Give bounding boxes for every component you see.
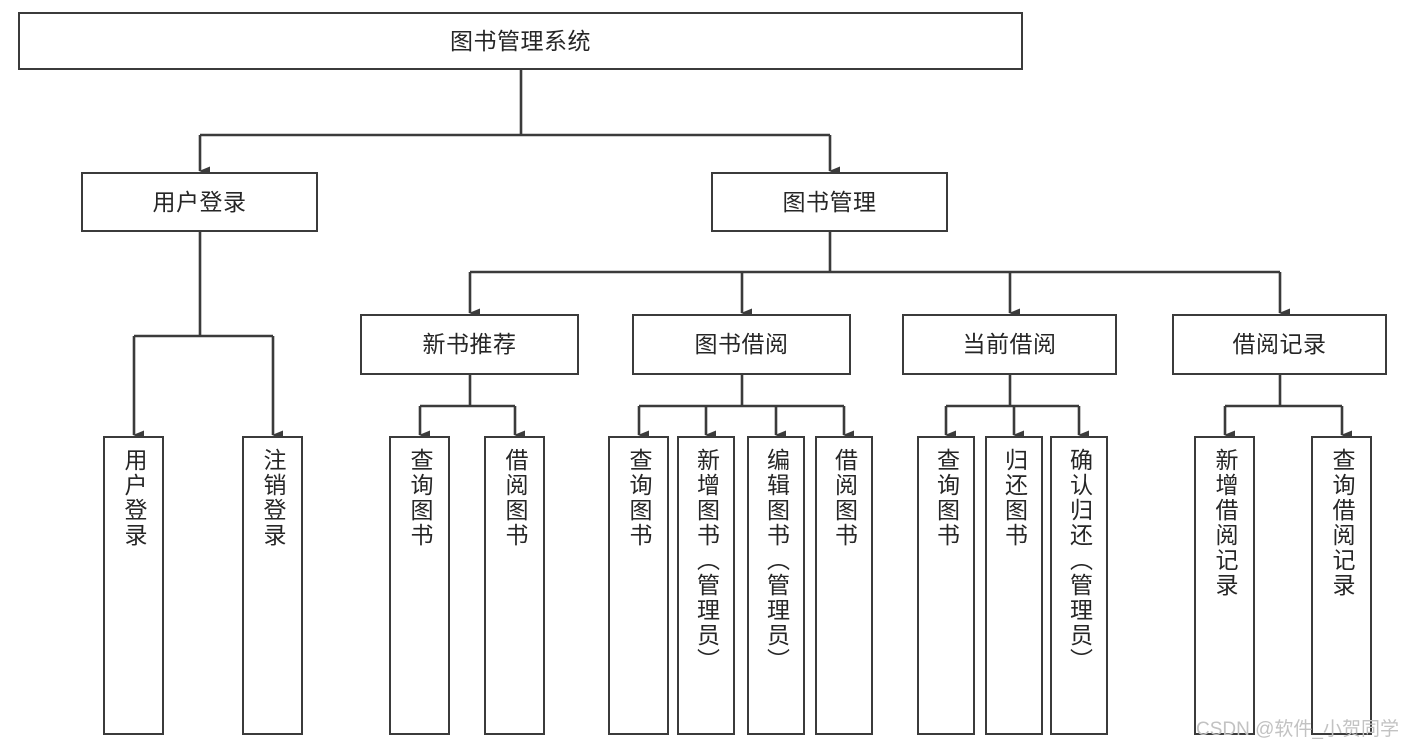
node-label-leaf_edit_book: 编辑图书（管理员）	[763, 448, 790, 673]
node-book_mgmt[interactable]: 图书管理	[711, 172, 948, 232]
csdn-watermark: CSDN @软件_小贺同学	[1196, 719, 1399, 740]
node-label-new_book_rec: 新书推荐	[422, 331, 517, 358]
node-current_borrow[interactable]: 当前借阅	[902, 314, 1117, 375]
node-root[interactable]: 图书管理系统	[18, 12, 1023, 70]
node-leaf_return_book[interactable]: 归还图书	[985, 436, 1043, 735]
node-label-root: 图书管理系统	[450, 27, 591, 54]
node-leaf_query_book_c[interactable]: 查询图书	[917, 436, 975, 735]
node-label-borrow_record: 借阅记录	[1232, 331, 1327, 358]
node-label-leaf_query_book_c: 查询图书	[933, 448, 960, 548]
node-leaf_add_book[interactable]: 新增图书（管理员）	[677, 436, 735, 735]
node-leaf_confirm_return[interactable]: 确认归还（管理员）	[1050, 436, 1108, 735]
node-leaf_query_record[interactable]: 查询借阅记录	[1311, 436, 1372, 735]
node-leaf_user_login[interactable]: 用户登录	[103, 436, 164, 735]
node-leaf_add_record[interactable]: 新增借阅记录	[1194, 436, 1255, 735]
node-label-leaf_return_book: 归还图书	[1001, 448, 1028, 548]
node-label-leaf_confirm_return: 确认归还（管理员）	[1066, 448, 1093, 673]
node-label-leaf_add_record: 新增借阅记录	[1212, 448, 1238, 598]
node-leaf_borrow_book_a[interactable]: 借阅图书	[484, 436, 545, 735]
node-book_borrow[interactable]: 图书借阅	[632, 314, 851, 375]
node-label-user_login: 用户登录	[152, 188, 247, 215]
node-label-leaf_query_record: 查询借阅记录	[1329, 448, 1355, 598]
node-user_login[interactable]: 用户登录	[81, 172, 318, 232]
node-leaf_user_logout[interactable]: 注销登录	[242, 436, 303, 735]
node-borrow_record[interactable]: 借阅记录	[1172, 314, 1387, 375]
node-new_book_rec[interactable]: 新书推荐	[360, 314, 579, 375]
node-leaf_borrow_book_b[interactable]: 借阅图书	[815, 436, 873, 735]
node-label-leaf_user_login: 用户登录	[121, 448, 147, 548]
node-leaf_edit_book[interactable]: 编辑图书（管理员）	[747, 436, 805, 735]
node-label-leaf_query_book_a: 查询图书	[407, 448, 433, 548]
node-label-leaf_borrow_book_a: 借阅图书	[502, 448, 528, 548]
node-leaf_query_book_b[interactable]: 查询图书	[608, 436, 669, 735]
node-label-current_borrow: 当前借阅	[962, 331, 1057, 358]
node-label-leaf_query_book_b: 查询图书	[626, 448, 652, 548]
node-leaf_query_book_a[interactable]: 查询图书	[389, 436, 450, 735]
node-label-leaf_user_logout: 注销登录	[260, 448, 286, 548]
node-label-leaf_add_book: 新增图书（管理员）	[693, 448, 720, 673]
edge-group	[132, 70, 1352, 440]
node-label-book_mgmt: 图书管理	[782, 188, 877, 215]
node-label-leaf_borrow_book_b: 借阅图书	[831, 448, 858, 548]
node-label-book_borrow: 图书借阅	[694, 331, 789, 358]
